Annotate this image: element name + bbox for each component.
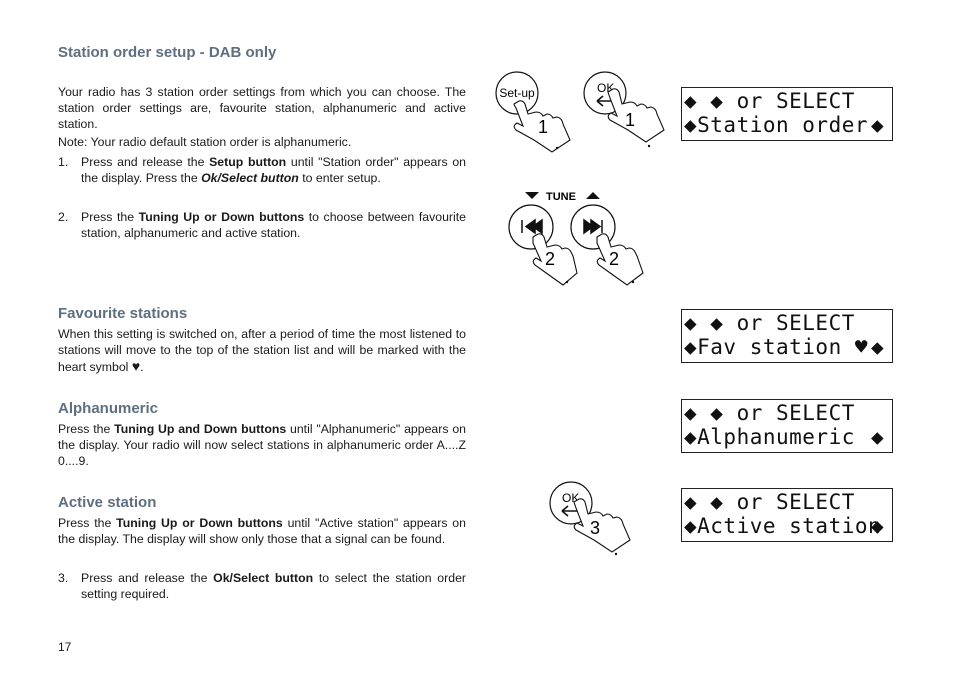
fav-heading: Favourite stations (58, 305, 188, 322)
setup-button (495, 71, 539, 115)
tune-up-arrow-icon (586, 192, 600, 199)
pointing-hand-icon (573, 498, 631, 553)
lcd-line-1: ◆ ◆ or SELECT (684, 89, 855, 113)
step-1: 1. Press and release the Setup button un… (58, 155, 466, 189)
lcd-end-arrow: ◆ (871, 335, 885, 359)
pointing-hand-icon (596, 233, 644, 286)
text-run: Press and release the (81, 571, 214, 585)
pointing-hand-icon (532, 233, 578, 286)
pointing-hand-icon (513, 100, 571, 153)
tune-buttons-illustration: TUNE 2 2 (508, 191, 644, 286)
step-number: 2. (58, 210, 69, 224)
alpha-heading: Alphanumeric (58, 400, 159, 417)
step-number: 1. (58, 155, 69, 169)
pointing-hand-icon (607, 88, 665, 143)
active-paragraph: Press the Tuning Up or Down buttons unti… (58, 516, 466, 548)
lcd-station-order: ◆ ◆ or SELECT ◆Station order ◆ (681, 87, 893, 141)
bold-italic-term: Ok/Select button (201, 170, 299, 185)
lcd-line-1: ◆ ◆ or SELECT (684, 401, 855, 425)
text-run: Press the (58, 422, 115, 436)
text-run: until "Alphanumeric" appears on the disp… (58, 422, 466, 468)
lcd-line-1: ◆ ◆ or SELECT (684, 490, 855, 514)
text-run: When this setting is switched on, after … (58, 327, 466, 374)
bold-term: Tuning Up and Down buttons (114, 422, 287, 436)
step-text: Press and release the Ok/Select button t… (81, 571, 466, 603)
fav-paragraph: When this setting is switched on, after … (58, 327, 466, 375)
next-track-icon (583, 218, 603, 235)
alpha-paragraph: Press the Tuning Up and Down buttons unt… (58, 422, 466, 469)
text-run: to enter setup. (298, 170, 381, 185)
lcd-end-arrow: ◆ (871, 113, 885, 137)
ok-button-illustration-3: OK 3 (549, 481, 631, 556)
text-run: . (140, 359, 144, 374)
text-run: Press and release the (81, 155, 210, 169)
step-2-label: 2 (609, 249, 619, 269)
step-1-label: 1 (625, 110, 635, 130)
previous-track-icon (521, 218, 543, 235)
tune-label: TUNE (546, 191, 576, 203)
ok-button-illustration-1: OK 1 (583, 71, 665, 148)
setup-label: Set-up (499, 86, 535, 100)
lcd-line-2: ◆Active station (684, 514, 882, 538)
step-text: Press and release the Setup button until… (81, 155, 466, 187)
lcd-line-2: ◆Alphanumeric (684, 425, 855, 449)
step-1-label: 1 (538, 117, 548, 137)
lcd-line-1: ◆ ◆ or SELECT (684, 311, 855, 335)
text-run: to select the station order setting requ… (81, 571, 467, 601)
text-run: Press the (81, 210, 139, 224)
tune-down-arrow-icon (525, 192, 539, 199)
page-title: Station order setup - DAB only (58, 44, 277, 61)
step-2: 2. Press the Tuning Up or Down buttons t… (58, 210, 466, 244)
lcd-alphanumeric: ◆ ◆ or SELECT ◆Alphanumeric ◆ (681, 399, 893, 453)
page-number: 17 (58, 640, 72, 654)
step-3: 3. Press and release the Ok/Select butto… (58, 571, 466, 605)
lcd-active-station: ◆ ◆ or SELECT ◆Active station ◆ (681, 488, 893, 542)
lcd-end-arrow: ◆ (871, 425, 885, 449)
step-number: 3. (58, 571, 69, 585)
step-3-label: 3 (590, 518, 600, 538)
default-note: Note: Your radio default station order i… (58, 135, 352, 149)
setup-button-illustration: Set-up 1 (495, 71, 571, 153)
bold-term: Tuning Up or Down buttons (138, 210, 305, 224)
lcd-end-arrow: ◆ (871, 514, 885, 538)
heart-icon: ♥ (131, 357, 141, 374)
text-run: until "Station order" appears on the dis… (81, 155, 466, 185)
active-heading: Active station (58, 494, 157, 511)
lcd-fav-station: ◆ ◆ or SELECT ◆Fav station ♥ ◆ (681, 309, 893, 363)
text-run: to choose between favourite station, alp… (81, 210, 466, 240)
bold-term: Setup button (209, 155, 287, 169)
text-run: Press the (58, 516, 117, 530)
lcd-line-2: ◆Station order (684, 113, 869, 137)
step-2-label: 2 (545, 249, 555, 269)
bold-term: Tuning Up or Down buttons (116, 516, 283, 530)
step-text: Press the Tuning Up or Down buttons to c… (81, 210, 466, 242)
lcd-line-2: ◆Fav station ♥ (684, 335, 869, 359)
intro-paragraph: Your radio has 3 station order settings … (58, 85, 466, 131)
bold-term: Ok/Select button (213, 571, 314, 585)
text-run: until "Active station" appears on the di… (58, 516, 466, 546)
